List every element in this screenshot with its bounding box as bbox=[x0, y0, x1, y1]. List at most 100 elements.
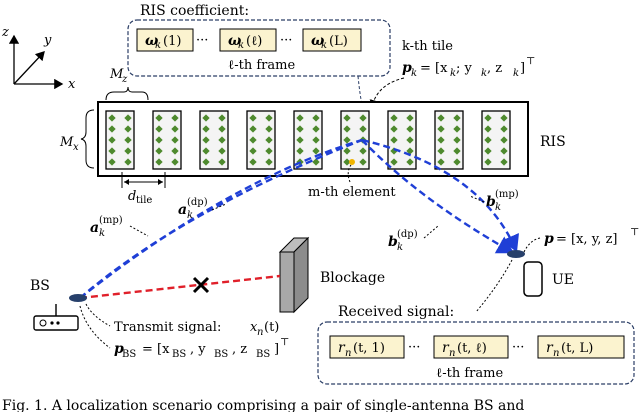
ris-element bbox=[359, 114, 367, 122]
ris-element bbox=[437, 147, 445, 155]
coef-cell-L: ω k (L) bbox=[302, 28, 362, 52]
svg-text:]: ] bbox=[274, 342, 279, 357]
svg-text:M: M bbox=[109, 67, 124, 82]
bs-label: BS bbox=[30, 278, 50, 294]
svg-text:k: k bbox=[238, 40, 244, 51]
svg-text:k: k bbox=[99, 228, 105, 239]
bs-antenna-node bbox=[69, 294, 87, 302]
label-a-mp: a k (mp) bbox=[90, 215, 149, 239]
ue-node: UE p = [x, y, z] ⊤ bbox=[475, 227, 639, 313]
dtile-dimension: d tile bbox=[121, 172, 166, 206]
ris-element bbox=[500, 158, 508, 166]
svg-text:BS: BS bbox=[256, 349, 270, 360]
svg-text:r: r bbox=[546, 340, 554, 356]
ris-element bbox=[108, 158, 116, 166]
svg-text:p: p bbox=[114, 341, 124, 357]
ris-tile bbox=[293, 110, 323, 170]
ris-element bbox=[500, 147, 508, 155]
ris-element bbox=[500, 114, 508, 122]
recv-dots-1: ··· bbox=[408, 340, 420, 355]
ris-element bbox=[343, 136, 351, 144]
bs-node: BS Transmit signal: x n (t) p BS = [x BS… bbox=[30, 278, 289, 360]
svg-text:(dp): (dp) bbox=[397, 229, 418, 240]
svg-text:n: n bbox=[449, 348, 455, 359]
svg-text:k: k bbox=[321, 40, 327, 51]
label-b-dp: b k (dp) bbox=[388, 225, 439, 253]
svg-text:r: r bbox=[338, 340, 346, 356]
recv-cell-1: r n (t, 1) bbox=[329, 335, 405, 359]
ris-element bbox=[202, 125, 210, 133]
ris-element bbox=[484, 114, 492, 122]
ris-element bbox=[218, 114, 226, 122]
propagation-paths bbox=[79, 138, 519, 299]
ris-panel: RIS bbox=[97, 101, 566, 177]
ris-element bbox=[155, 147, 163, 155]
ris-element bbox=[453, 147, 461, 155]
ris-element bbox=[484, 147, 492, 155]
svg-text:r: r bbox=[442, 340, 450, 356]
tile-annotation: k-th tile p k = [x k ; y k , z k ] ⊤ bbox=[357, 39, 535, 107]
svg-text:BS: BS bbox=[172, 349, 186, 360]
block-cross-b bbox=[192, 276, 210, 294]
svg-text:b: b bbox=[388, 234, 398, 250]
ris-tile bbox=[199, 110, 229, 170]
blockage-label: Blockage bbox=[320, 270, 385, 286]
ris-element bbox=[249, 136, 257, 144]
bs-to-ris-path-dp bbox=[79, 138, 363, 299]
figure-caption: Fig. 1. A localization scenario comprisi… bbox=[2, 398, 524, 412]
svg-text:tile: tile bbox=[136, 195, 152, 206]
ris-coefficient-panel: RIS coefficient: ω k (1) ··· ω k (ℓ) ···… bbox=[127, 3, 391, 77]
ris-element bbox=[108, 114, 116, 122]
ris-element bbox=[484, 125, 492, 133]
svg-text:(mp): (mp) bbox=[99, 215, 123, 226]
coef-cell-l: ω k (ℓ) bbox=[219, 28, 277, 52]
svg-text:M: M bbox=[59, 135, 74, 150]
ris-element bbox=[453, 158, 461, 166]
recv-cell-L: r n (t, L) bbox=[537, 335, 625, 359]
ris-element bbox=[359, 147, 367, 155]
label-b-mp: b k (mp) bbox=[469, 189, 519, 213]
ris-element bbox=[265, 114, 273, 122]
svg-text:x: x bbox=[250, 320, 258, 335]
svg-text:(mp): (mp) bbox=[495, 189, 519, 200]
ris-element bbox=[249, 114, 257, 122]
mx-brace bbox=[80, 109, 95, 169]
ris-element bbox=[437, 114, 445, 122]
svg-text:z: z bbox=[121, 74, 128, 85]
received-signal-panel: Received signal: r n (t, 1) ··· r n (t, … bbox=[317, 304, 635, 385]
svg-text:(t, L): (t, L) bbox=[561, 341, 593, 356]
y-axis-label: y bbox=[43, 33, 52, 48]
svg-text:⊤: ⊤ bbox=[280, 337, 289, 348]
svg-text:k: k bbox=[481, 68, 487, 79]
ris-element bbox=[218, 147, 226, 155]
ris-element bbox=[218, 136, 226, 144]
svg-text:(t, ℓ): (t, ℓ) bbox=[457, 341, 487, 356]
ris-label: RIS bbox=[540, 134, 566, 150]
svg-text:, z: , z bbox=[487, 61, 502, 76]
coef-to-tile-link bbox=[357, 75, 363, 105]
ris-element bbox=[437, 158, 445, 166]
ris-element bbox=[406, 158, 414, 166]
ris-element bbox=[202, 114, 210, 122]
svg-text:, y: , y bbox=[190, 342, 206, 357]
svg-text:⊤: ⊤ bbox=[526, 56, 535, 67]
m-th-element-dot bbox=[349, 159, 355, 165]
label-a-dp: a k (dp) bbox=[178, 197, 227, 221]
ris-element bbox=[343, 114, 351, 122]
ris-element bbox=[296, 147, 304, 155]
ris-element bbox=[312, 114, 320, 122]
svg-text:n: n bbox=[345, 348, 351, 359]
svg-text:n: n bbox=[553, 348, 559, 359]
ris-element bbox=[171, 125, 179, 133]
coef-dots-2: ··· bbox=[280, 33, 292, 48]
ris-element bbox=[171, 114, 179, 122]
svg-text:⊤: ⊤ bbox=[630, 227, 639, 238]
bs-transmit-label: Transmit signal: bbox=[114, 320, 221, 335]
los-dashed-line bbox=[79, 274, 281, 300]
ue-antenna-node bbox=[507, 250, 525, 258]
ris-tile bbox=[246, 110, 276, 170]
bs-position-expr: p BS = [x BS , y BS , z BS ] ⊤ bbox=[114, 337, 289, 360]
ris-tile bbox=[105, 110, 135, 170]
ris-element bbox=[265, 158, 273, 166]
